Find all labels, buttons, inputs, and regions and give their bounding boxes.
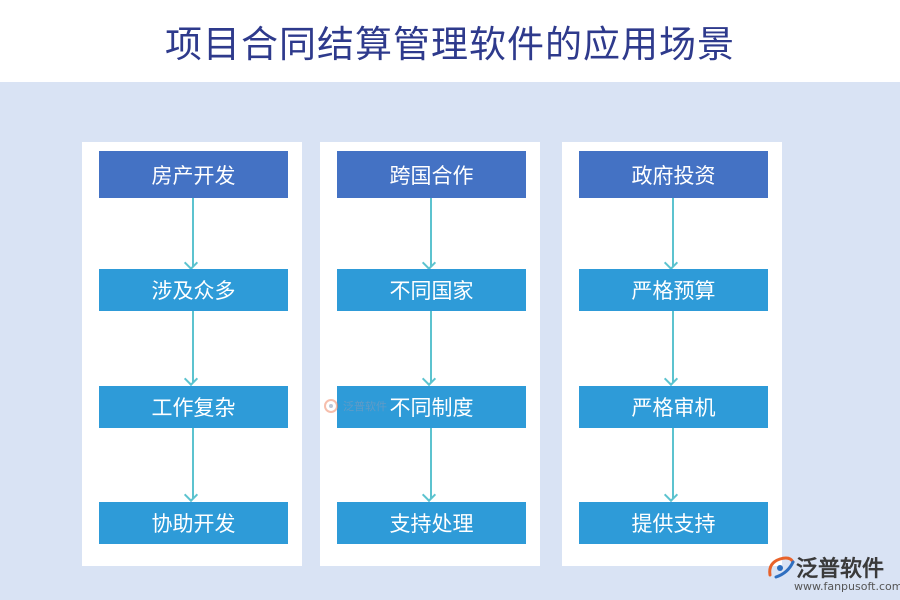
page-title: 项目合同结算管理软件的应用场景 <box>165 23 735 66</box>
step-box: 支持处理 <box>337 502 526 544</box>
flow-arrow <box>663 311 679 387</box>
scenario-head-government: 政府投资 <box>579 151 768 198</box>
scenario-column-cross-border: 跨国合作 不同国家 不同制度 支持处理 <box>320 142 540 566</box>
step-box: 不同制度 <box>337 386 526 428</box>
brand-logo: 泛普软件 www.fanpusoft.com <box>766 551 900 597</box>
scenario-column-government: 政府投资 严格预算 严格审机 提供支持 <box>562 142 782 566</box>
flow-arrow <box>663 428 679 503</box>
flow-arrow <box>663 198 679 271</box>
step-box: 严格预算 <box>579 269 768 311</box>
step-box: 严格审机 <box>579 386 768 428</box>
step-box: 工作复杂 <box>99 386 288 428</box>
flow-arrow <box>183 198 199 271</box>
brand-logo-icon <box>768 556 795 579</box>
scenario-head-cross-border: 跨国合作 <box>337 151 526 198</box>
step-box: 涉及众多 <box>99 269 288 311</box>
flow-arrow <box>183 311 199 387</box>
brand-url: www.fanpusoft.com <box>794 580 900 593</box>
watermark-logo-icon <box>324 399 338 413</box>
flow-arrow <box>421 198 437 271</box>
scenario-head-real-estate: 房产开发 <box>99 151 288 198</box>
scenario-column-real-estate: 房产开发 涉及众多 工作复杂 协助开发 <box>82 142 302 566</box>
brand-name: 泛普软件 <box>796 557 885 582</box>
flow-arrow <box>421 311 437 387</box>
watermark-center: 泛普软件 <box>322 398 387 414</box>
flow-arrow <box>421 428 437 503</box>
step-box: 不同国家 <box>337 269 526 311</box>
step-box: 协助开发 <box>99 502 288 544</box>
flow-arrow <box>183 428 199 503</box>
watermark-center-text: 泛普软件 <box>343 400 387 413</box>
step-box: 提供支持 <box>579 502 768 544</box>
